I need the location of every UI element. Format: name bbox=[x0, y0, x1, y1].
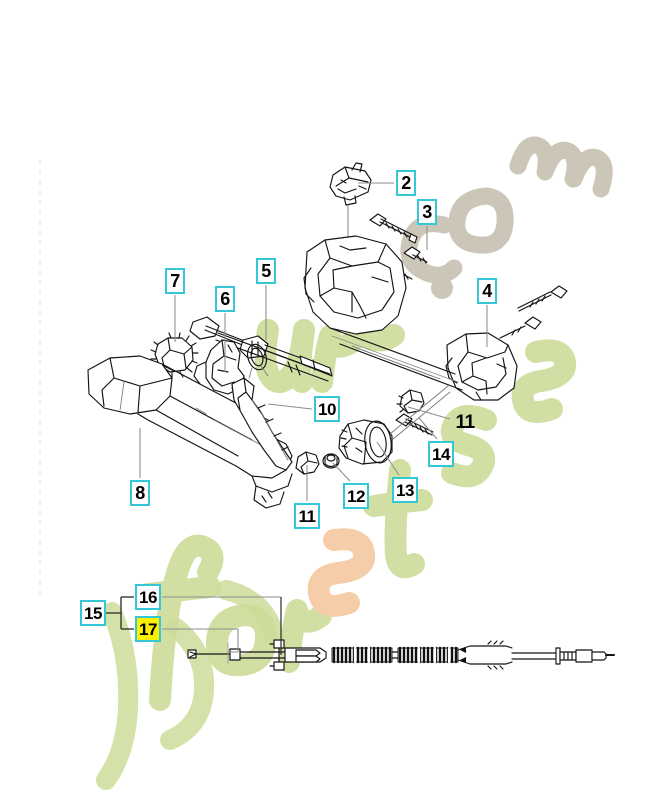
part-clutch-housing bbox=[303, 235, 407, 335]
part-clamp-collar bbox=[338, 419, 393, 465]
part-nut-11b bbox=[295, 451, 320, 475]
part-throttle-rod bbox=[215, 332, 331, 382]
part-screw-3b bbox=[403, 246, 428, 264]
part-shaft-cover bbox=[87, 355, 293, 509]
assembly-connector bbox=[391, 391, 451, 441]
callout-10[interactable]: 10 bbox=[314, 396, 340, 422]
leader-17-drop bbox=[228, 629, 239, 653]
callout-11a[interactable]: 11 bbox=[455, 411, 475, 433]
part-shaft-tube bbox=[329, 327, 463, 391]
part-spring-ring bbox=[246, 343, 269, 379]
callout-14[interactable]: 14 bbox=[428, 441, 454, 467]
callout-15[interactable]: 15 bbox=[80, 600, 106, 626]
watermark-swash bbox=[96, 580, 284, 790]
part-throttle-lever bbox=[189, 316, 333, 377]
part-nut-11a bbox=[396, 389, 425, 414]
leader-13 bbox=[376, 441, 400, 476]
leader-11a bbox=[407, 406, 451, 420]
callout-8[interactable]: 8 bbox=[130, 480, 150, 506]
callout-17[interactable]: 17 bbox=[135, 616, 161, 642]
part-clamp-ring bbox=[150, 332, 199, 379]
part-trigger-linkage bbox=[231, 377, 293, 471]
cable-coil-a bbox=[331, 646, 393, 664]
leader-10 bbox=[267, 403, 313, 410]
watermark-com-text bbox=[400, 136, 613, 299]
part-linkage-bracket bbox=[193, 339, 245, 397]
callout-11b[interactable]: 11 bbox=[294, 503, 320, 529]
callout-6[interactable]: 6 bbox=[215, 286, 235, 312]
callout-4[interactable]: 4 bbox=[477, 278, 497, 304]
callout-7[interactable]: 7 bbox=[165, 268, 185, 294]
cable-clip bbox=[269, 639, 285, 671]
callout-12[interactable]: 12 bbox=[343, 483, 369, 509]
callout-3[interactable]: 3 bbox=[417, 199, 437, 225]
part-throttle-cable-assembly bbox=[187, 639, 615, 671]
part-screw-3c bbox=[385, 261, 413, 280]
part-bolt-4a bbox=[517, 285, 568, 312]
callout-2[interactable]: 2 bbox=[396, 170, 416, 196]
group-bracket-15 bbox=[106, 596, 134, 630]
callout-16[interactable]: 16 bbox=[135, 584, 161, 610]
part-handle-housing-right bbox=[445, 332, 518, 401]
part-stop-switch bbox=[329, 162, 372, 206]
callout-5[interactable]: 5 bbox=[256, 258, 276, 284]
callout-13[interactable]: 13 bbox=[392, 477, 418, 503]
part-screw-3a bbox=[369, 213, 418, 244]
part-bolt-4b bbox=[499, 316, 542, 339]
cable-coil-b bbox=[397, 646, 459, 664]
part-bolt-14 bbox=[395, 413, 434, 436]
part-washer-12 bbox=[322, 453, 340, 469]
leader-12 bbox=[332, 462, 351, 482]
leader-14 bbox=[418, 417, 438, 440]
